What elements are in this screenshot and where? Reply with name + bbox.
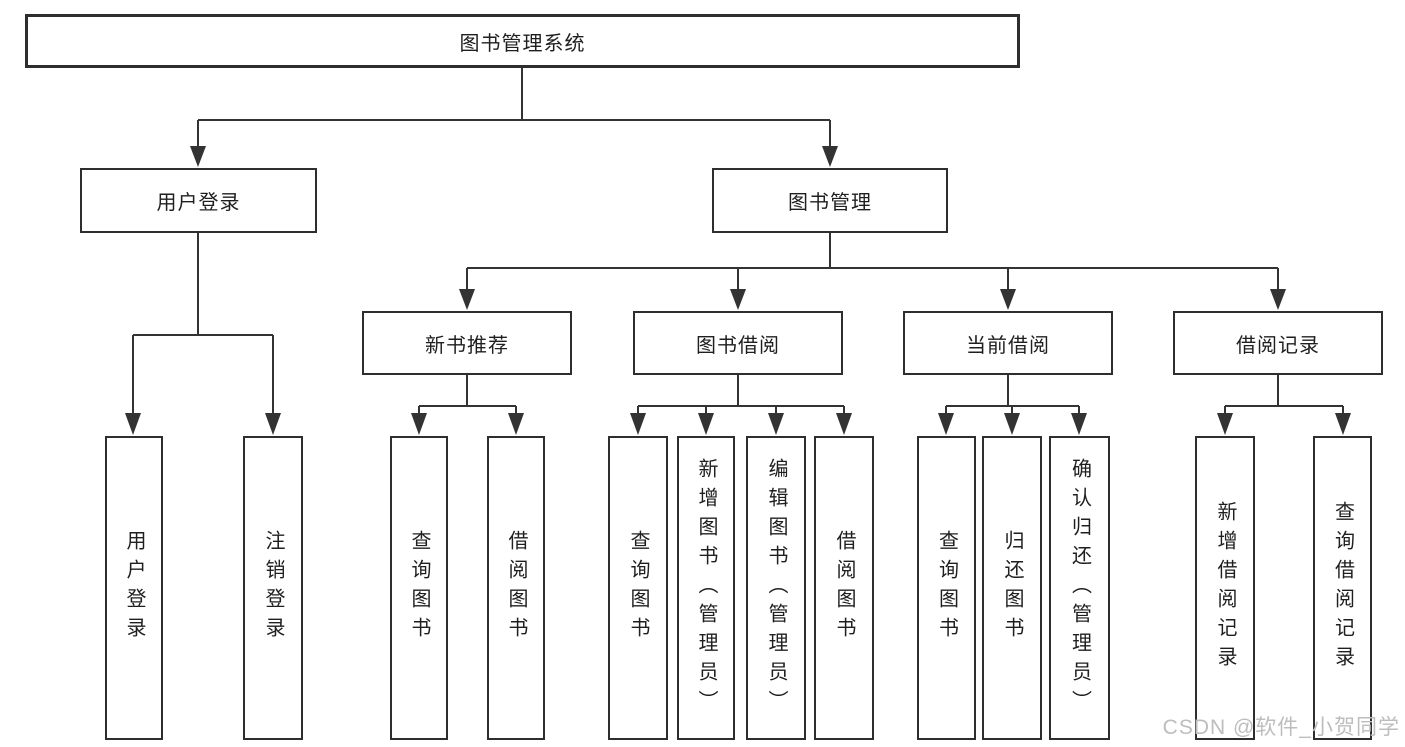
node-root: 图书管理系统: [25, 14, 1020, 68]
arrow-down-icon: [836, 413, 852, 435]
leaf-records-add-record-label: 新增借阅记录: [1214, 501, 1236, 675]
leaf-borrow-borrow-books-label: 借阅图书: [833, 530, 855, 646]
arrow-down-icon: [698, 413, 714, 435]
arrow-down-icon: [822, 146, 838, 167]
leaf-borrow-edit-books-admin-label: 编辑图书（管理员）: [765, 457, 787, 719]
node-root-label: 图书管理系统: [459, 32, 586, 55]
arrow-down-icon: [411, 413, 427, 435]
arrow-down-icon: [1217, 413, 1233, 435]
arrow-down-icon: [459, 289, 475, 310]
node-new-book-recommend-label: 新书推荐: [425, 334, 509, 357]
arrow-down-icon: [508, 413, 524, 435]
arrow-down-icon: [265, 413, 281, 435]
node-book-borrow: 图书借阅: [633, 311, 843, 375]
arrow-down-icon: [768, 413, 784, 435]
leaf-records-query-record: 查询借阅记录: [1313, 436, 1372, 740]
leaf-newbook-borrow-books-label: 借阅图书: [505, 530, 527, 646]
connector-records-to-leaves: [1224, 375, 1344, 420]
leaf-borrow-edit-books-admin: 编辑图书（管理员）: [746, 436, 806, 740]
leaf-borrow-borrow-books: 借阅图书: [814, 436, 874, 740]
connector-bookmgmt-to-level3: [466, 233, 1279, 294]
leaf-user-login: 用户登录: [105, 436, 163, 740]
leaf-logout-label: 注销登录: [262, 530, 284, 646]
leaf-records-query-record-label: 查询借阅记录: [1331, 501, 1354, 675]
leaf-borrow-add-books-admin-label: 新增图书（管理员）: [695, 457, 717, 719]
node-borrow-records-label: 借阅记录: [1236, 334, 1320, 357]
node-user-login-label: 用户登录: [156, 192, 241, 214]
leaf-current-confirm-return-admin: 确认归还（管理员）: [1049, 436, 1110, 740]
leaf-newbook-borrow-books: 借阅图书: [487, 436, 545, 740]
node-book-management: 图书管理: [712, 168, 948, 233]
connector-userlogin-to-leaves: [132, 233, 274, 420]
leaf-logout: 注销登录: [243, 436, 303, 740]
node-user-login: 用户登录: [80, 168, 317, 233]
arrow-down-icon: [1004, 413, 1020, 435]
node-book-management-label: 图书管理: [788, 192, 872, 214]
connector-newbook-to-leaves: [418, 375, 517, 420]
leaf-current-query-books-label: 查询图书: [935, 530, 958, 646]
leaf-current-return-books: 归还图书: [982, 436, 1042, 740]
connector-current-to-leaves: [945, 375, 1080, 420]
arrow-down-icon: [1071, 413, 1087, 435]
arrow-down-icon: [1335, 413, 1351, 435]
node-book-borrow-label: 图书借阅: [696, 334, 780, 357]
leaf-records-add-record: 新增借阅记录: [1195, 436, 1255, 740]
connector-root-to-level2: [197, 68, 831, 150]
arrow-down-icon: [1000, 289, 1016, 310]
node-current-borrow: 当前借阅: [903, 311, 1113, 375]
arrow-down-icon: [938, 413, 954, 435]
leaf-current-return-books-label: 归还图书: [1001, 530, 1023, 646]
leaf-borrow-query-books: 查询图书: [608, 436, 668, 740]
arrow-down-icon: [730, 289, 746, 310]
node-borrow-records: 借阅记录: [1173, 311, 1383, 375]
node-current-borrow-label: 当前借阅: [966, 334, 1050, 357]
arrow-down-icon: [630, 413, 646, 435]
csdn-watermark: CSDN @软件_小贺同学: [1162, 716, 1400, 739]
leaf-borrow-add-books-admin: 新增图书（管理员）: [677, 436, 735, 740]
leaf-newbook-query-books-label: 查询图书: [408, 530, 430, 646]
leaf-current-confirm-return-admin-label: 确认归还（管理员）: [1068, 457, 1091, 719]
arrow-down-icon: [125, 413, 141, 435]
arrow-down-icon: [1270, 289, 1286, 310]
leaf-newbook-query-books: 查询图书: [390, 436, 448, 740]
connector-borrow-to-leaves: [637, 375, 845, 420]
node-new-book-recommend: 新书推荐: [362, 311, 572, 375]
leaf-user-login-label: 用户登录: [123, 530, 145, 646]
leaf-borrow-query-books-label: 查询图书: [627, 530, 649, 646]
arrow-down-icon: [190, 146, 206, 167]
leaf-current-query-books: 查询图书: [917, 436, 976, 740]
